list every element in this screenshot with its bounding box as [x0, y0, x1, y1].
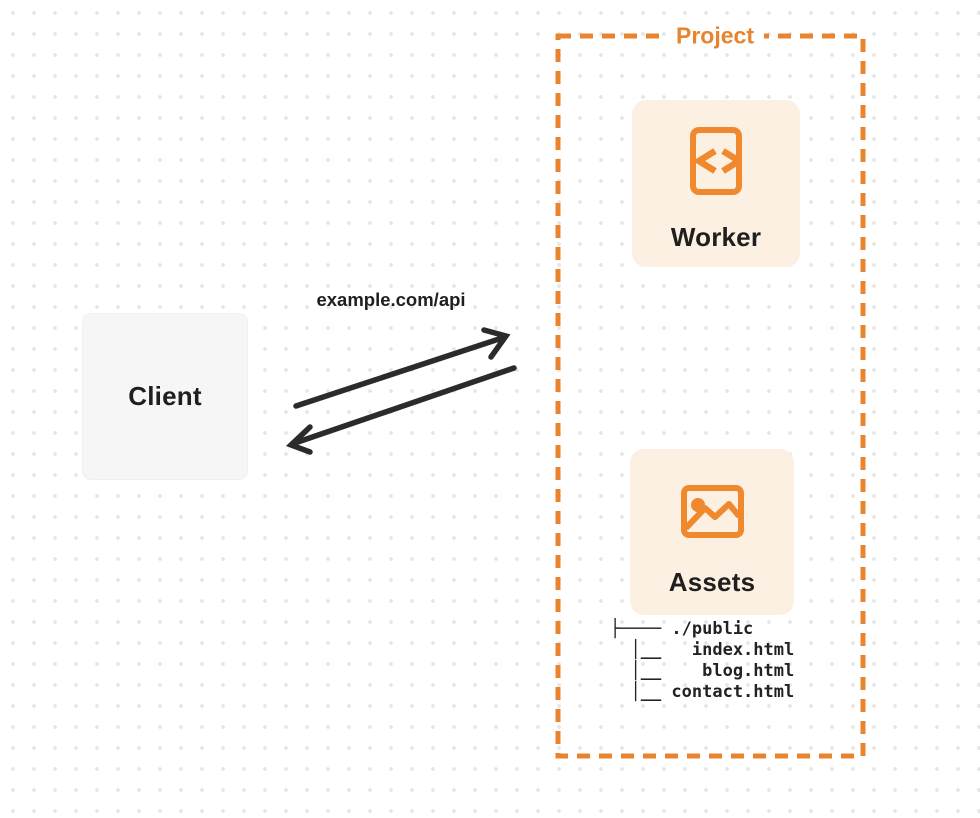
project-boundary — [555, 33, 866, 759]
client-node: Client — [82, 313, 248, 480]
response-arrow — [285, 365, 517, 455]
project-label: Project — [666, 22, 764, 50]
code-icon — [690, 127, 742, 195]
file-tree-line: ├──── ./public — [610, 619, 754, 639]
request-arrow — [293, 327, 511, 409]
assets-label: Assets — [668, 567, 756, 597]
file-tree-line: │__ contact.html — [610, 682, 795, 702]
file-tree: ├──── ./public │__ index.html │__ blog.h… — [610, 619, 794, 703]
assets-node: Assets — [630, 449, 794, 615]
client-label: Client — [128, 381, 202, 411]
file-tree-line: │__ index.html — [610, 640, 795, 660]
file-tree-line: │__ blog.html — [610, 661, 795, 681]
worker-node: Worker — [632, 100, 800, 267]
worker-label: Worker — [670, 222, 762, 252]
request-url-label: example.com/api — [316, 289, 466, 310]
image-icon — [680, 485, 744, 538]
